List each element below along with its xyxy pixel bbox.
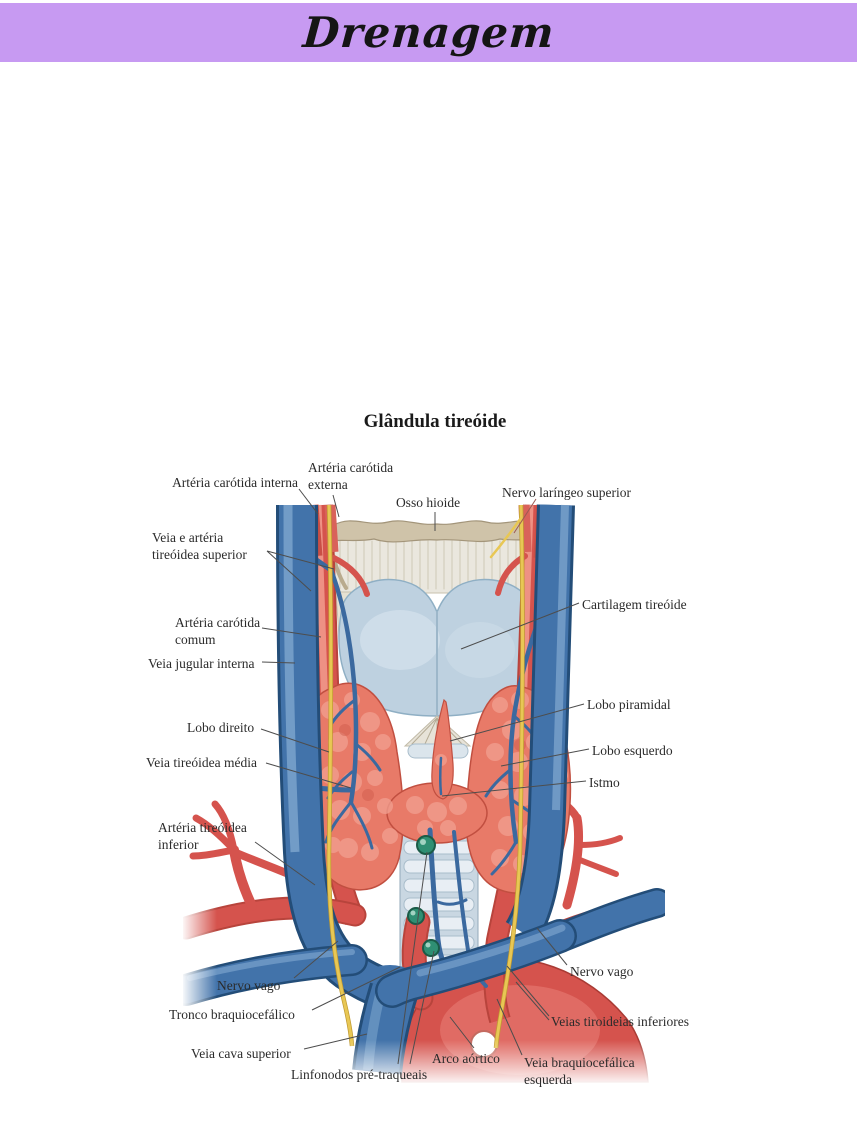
label-lobo-piramidal: Lobo piramidal: [587, 697, 671, 712]
label-arteria-carotida-interna: Artéria carótida interna: [172, 475, 298, 490]
label-osso-hioide: Osso hioide: [395, 495, 461, 510]
thyroid-veins: [303, 550, 567, 988]
label-nervo-laringeo-superior: Nervo laríngeo superior: [502, 485, 631, 500]
bottom-fade: [185, 1040, 665, 1086]
label-veia-e-arteria-tireoidea-superior: Veia e artéria tireóidea superior: [152, 530, 247, 562]
page-header-banner: Drenagem: [0, 3, 857, 62]
label-cartilagem-tireoide: Cartilagem tireóide: [582, 597, 687, 612]
great-veins: [183, 504, 665, 1075]
label-nervo-vago-direito: Nervo vago: [570, 964, 634, 979]
superior-laryngeal-nerve: [489, 516, 523, 559]
thyroid-cartilage: [338, 578, 536, 759]
pyramidal-lobe: [431, 698, 454, 800]
label-arteria-carotida-comum: Artéria carótida comum: [175, 615, 261, 647]
label-arteria-tireoidea-inferior: Artéria tireóidea inferior: [158, 820, 247, 852]
label-lobo-direito: Lobo direito: [187, 720, 255, 735]
figure-title: Glândula tireóide: [363, 411, 507, 432]
left-fade: [183, 900, 217, 1030]
leader-lines: [254, 488, 590, 1065]
label-veia-braquiocefalica-esquerda: Veia braquiocefálica esquerda: [524, 1055, 635, 1087]
label-nervo-vago-esquerdo: Nervo vago: [217, 978, 281, 993]
label-lobo-esquerdo: Lobo esquerdo: [592, 743, 673, 758]
label-veia-cava-superior: Veia cava superior: [191, 1046, 291, 1061]
label-tronco-braquiocefalico: Tronco braquiocefálico: [169, 1007, 295, 1022]
label-arteria-carotida-externa: Artéria carótida externa: [308, 460, 394, 492]
label-istmo: Istmo: [589, 775, 620, 790]
vagus-nerves: [326, 504, 525, 1049]
label-veia-jugular-interna: Veia jugular interna: [148, 656, 255, 671]
label-veia-tireoidea-media: Veia tireóidea média: [146, 755, 257, 770]
label-linfonodos-pre-traqueais: Linfonodos pré-traqueais: [291, 1067, 428, 1082]
label-veias-tiroideias-inferiores: Veias tiroideias inferiores: [551, 1014, 689, 1029]
pretracheal-lymph-nodes: [407, 835, 440, 957]
label-arco-aortico: Arco aórtico: [432, 1051, 500, 1066]
